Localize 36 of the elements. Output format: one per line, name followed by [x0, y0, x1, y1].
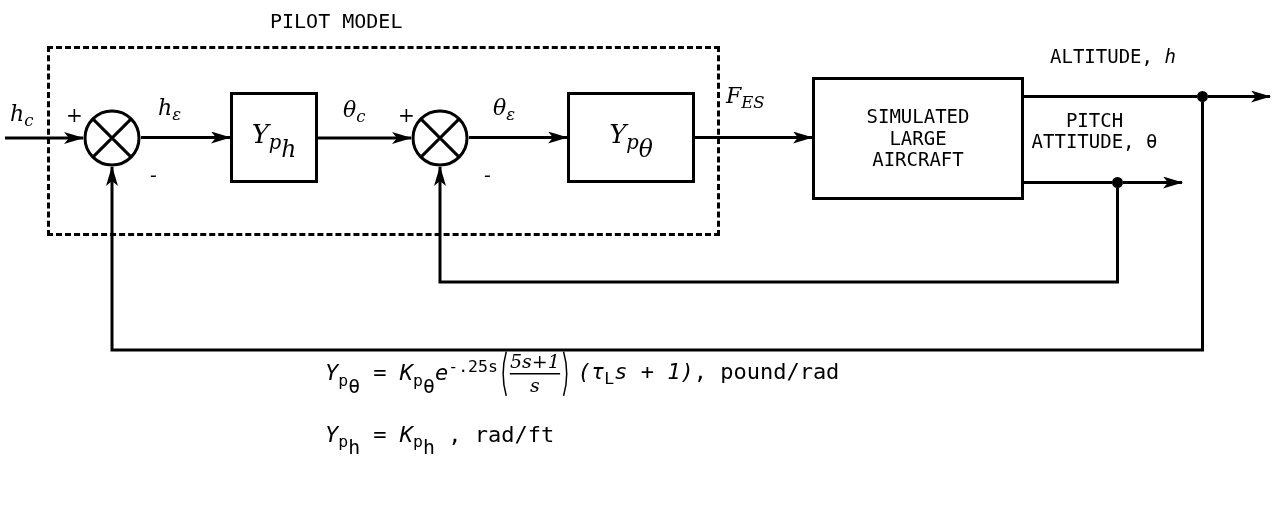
signal-line — [1024, 181, 1112, 184]
fraction-denominator: s — [529, 373, 540, 398]
signal-arrow — [1208, 90, 1271, 103]
signal-arrow — [469, 131, 568, 144]
fraction-numerator: 5s+1 — [509, 350, 560, 374]
junction-dot — [1197, 91, 1208, 102]
sign-label: + — [66, 104, 83, 126]
signal-arrow — [5, 132, 84, 144]
signal-arrow — [695, 131, 813, 144]
block — [812, 77, 1024, 200]
edge-label: h$_{c}$ — [10, 102, 34, 131]
signal-arrow — [1123, 176, 1183, 189]
signal-line — [1024, 95, 1197, 98]
formula-text: Y$_{p}$$_{θ}$ = K$_{p}$$_{θ}$e$^{-.25s}$ — [325, 356, 498, 391]
edge-label: h$_{ε}$ — [158, 96, 182, 125]
sign-label: - — [150, 164, 157, 186]
signal-arrow — [434, 166, 1119, 284]
sign-label: + — [398, 104, 415, 126]
junction-dot — [1112, 177, 1123, 188]
formula-text: Y$_{p}$$_{h}$ = K$_{p}$$_{h}$ , rad/ft — [325, 422, 555, 453]
sign-label: - — [484, 164, 491, 186]
summing-junction — [83, 109, 141, 167]
block — [230, 92, 318, 183]
block-label: SIMULATED LARGE AIRCRAFT — [865, 105, 971, 172]
group-title: PILOT MODEL — [270, 9, 403, 33]
signal-arrow — [318, 132, 412, 144]
edge-label: θ$_{ε}$ — [493, 96, 516, 125]
edge-label: ALTITUDE, h — [1050, 46, 1176, 67]
signal-arrow — [141, 131, 231, 144]
edge-label: θ$_{c}$ — [343, 98, 366, 127]
formula-text: (τ$_{L}$s + 1), pound/rad — [577, 359, 840, 389]
summing-junction — [411, 109, 469, 167]
block — [567, 92, 695, 183]
edge-label: F$_{ES}$ — [726, 84, 765, 113]
signal-arrow — [106, 102, 1204, 352]
edge-label: PITCH ATTITUDE, θ — [1030, 110, 1159, 152]
